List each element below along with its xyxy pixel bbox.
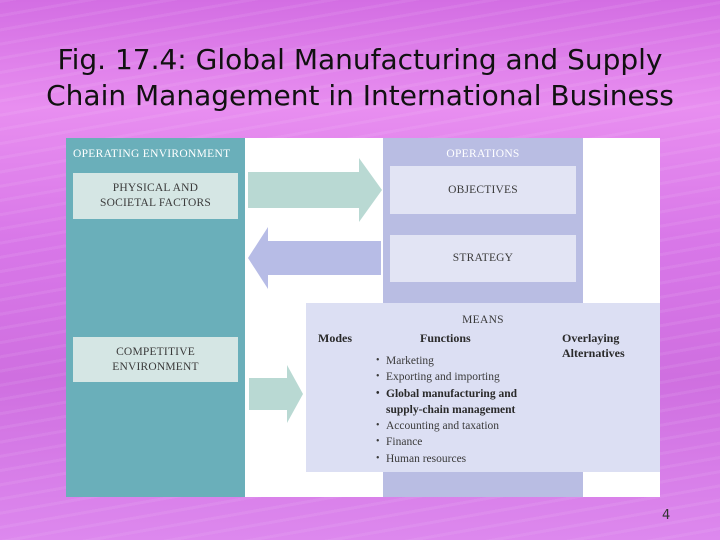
- diagram: OPERATING ENVIRONMENT OPERATIONS PHYSICA…: [66, 138, 660, 497]
- overlaying-line-1: Overlaying: [562, 331, 620, 345]
- function-item-exporting: Exporting and importing: [376, 369, 517, 386]
- function-item-human-resources: Human resources: [376, 451, 517, 468]
- competitive-environment-box: COMPETITIVE ENVIRONMENT: [73, 337, 238, 382]
- functions-header: Functions: [420, 331, 471, 345]
- operations-header: OPERATIONS: [446, 148, 520, 160]
- function-item-global-manufacturing: Global manufacturing and: [376, 386, 517, 403]
- function-item-supply-chain: supply-chain management: [376, 402, 517, 418]
- modes-header: Modes: [318, 331, 352, 345]
- physical-societal-factors-box: PHYSICAL AND SOCIETAL FACTORS: [73, 173, 238, 219]
- function-item-accounting: Accounting and taxation: [376, 418, 517, 435]
- right-arrow-to-means: [249, 365, 303, 423]
- means-title: MEANS: [462, 314, 504, 326]
- functions-list: Marketing Exporting and importing Global…: [376, 353, 517, 467]
- overlaying-alternatives-header: Overlaying Alternatives: [562, 331, 625, 361]
- supply-chain-text: supply-chain management: [386, 403, 516, 416]
- objectives-box: OBJECTIVES: [390, 166, 576, 214]
- physical-box-line-2: SOCIETAL FACTORS: [99, 197, 211, 209]
- function-item-marketing: Marketing: [376, 353, 517, 370]
- competitive-box-line-2: ENVIRONMENT: [112, 360, 199, 373]
- left-arrow-from-strategy: [248, 227, 381, 289]
- slide-title-line-1: Fig. 17.4: Global Manufacturing and Supp…: [57, 43, 663, 76]
- competitive-box-line-1: COMPETITIVE: [116, 345, 195, 358]
- means-panel: MEANS Modes Functions Overlaying Alterna…: [306, 303, 660, 472]
- page-number: 4: [662, 508, 671, 523]
- overlaying-line-2: Alternatives: [562, 346, 625, 360]
- right-arrow-to-objectives: [248, 158, 382, 222]
- slide-title-line-2: Chain Management in International Busine…: [46, 79, 674, 112]
- slide-title: Fig. 17.4: Global Manufacturing and Supp…: [20, 42, 700, 114]
- function-item-finance: Finance: [376, 434, 517, 451]
- strategy-box: STRATEGY: [390, 235, 576, 282]
- operating-environment-header: OPERATING ENVIRONMENT: [73, 148, 231, 160]
- physical-box-line-1: PHYSICAL AND: [112, 182, 199, 194]
